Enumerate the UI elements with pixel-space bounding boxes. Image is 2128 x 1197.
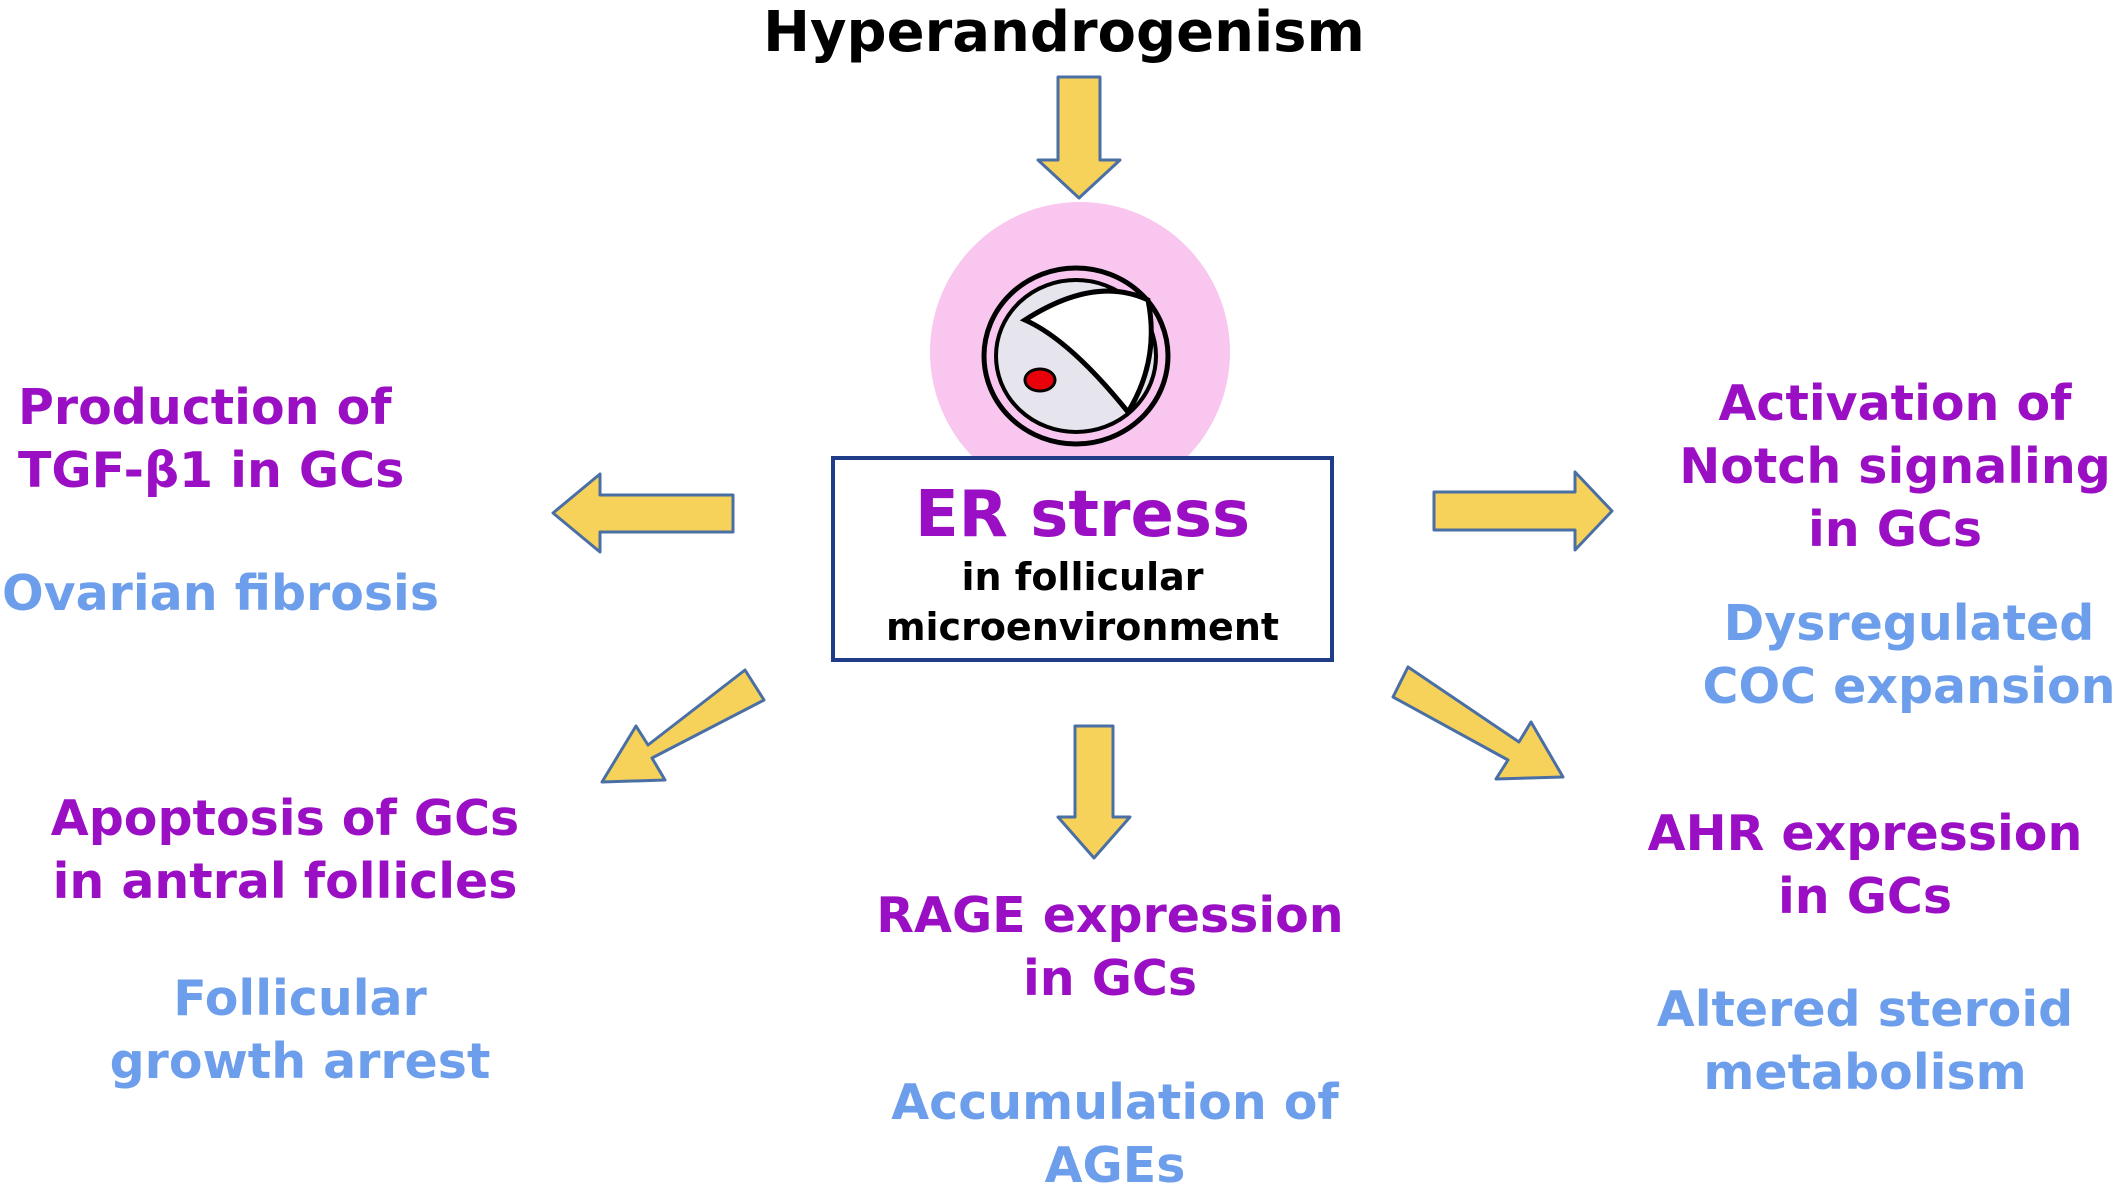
er-stress-subtitle-line-1: in follicular xyxy=(961,555,1204,599)
arrow-icon-left xyxy=(551,472,735,554)
rage-mechanism-label: RAGE expression in GCs xyxy=(876,887,1344,1007)
apoptosis-mechanism-label: Apoptosis of GCs in antral follicles xyxy=(50,790,520,910)
notch-mechanism-label: Activation of Notch signaling in GCs xyxy=(1679,375,2111,558)
arrow-icon-down xyxy=(1056,724,1132,860)
hyperandrogenism-label: Hyperandrogenism xyxy=(763,0,1365,65)
arrow-icon-top xyxy=(1036,75,1122,200)
er-stress-subtitle-line-2: microenvironment xyxy=(885,605,1280,649)
arrow-icon-right xyxy=(1432,470,1614,552)
ovarian-fibrosis-label: Ovarian fibrosis xyxy=(2,565,439,622)
er-stress-title: ER stress xyxy=(914,478,1251,552)
arrow-icon-down-right xyxy=(1391,665,1565,781)
arrow-icon-down-left xyxy=(600,668,766,784)
ages-accumulation-label: Accumulation of AGEs xyxy=(891,1074,1339,1194)
ahr-mechanism-label: AHR expression in GCs xyxy=(1647,805,2083,925)
follicle-icon xyxy=(981,265,1171,447)
er-stress-box: ER stress in follicular microenvironment xyxy=(831,456,1334,662)
tgf-mechanism-label: Production of TGF-β1 in GCs xyxy=(18,379,405,499)
steroid-metabolism-label: Altered steroid metabolism xyxy=(1656,981,2074,1101)
growth-arrest-label: Follicular growth arrest xyxy=(109,970,491,1090)
coc-expansion-label: Dysregulated COC expansion xyxy=(1702,595,2116,715)
